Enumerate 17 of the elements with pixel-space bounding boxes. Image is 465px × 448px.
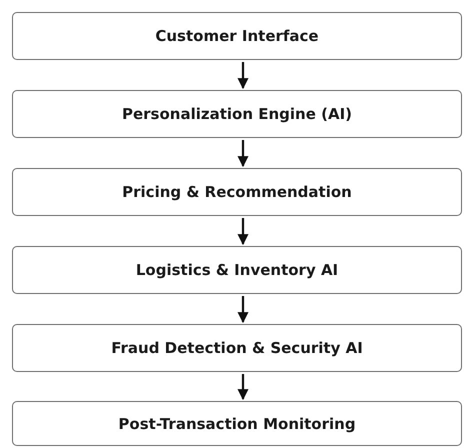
arrow bbox=[238, 374, 248, 400]
step-label: Pricing & Recommendation bbox=[122, 183, 352, 201]
step-label: Customer Interface bbox=[155, 27, 319, 45]
arrow bbox=[238, 296, 248, 324]
step-label: Personalization Engine (AI) bbox=[122, 105, 352, 123]
process-box bbox=[12, 246, 462, 294]
arrow bbox=[238, 218, 248, 246]
process-box bbox=[12, 12, 462, 60]
process-box bbox=[12, 401, 462, 446]
step-label: Fraud Detection & Security AI bbox=[111, 339, 363, 357]
process-box bbox=[12, 324, 462, 372]
step-label: Post-Transaction Monitoring bbox=[118, 414, 356, 432]
arrow bbox=[238, 140, 248, 168]
process-box bbox=[12, 90, 462, 138]
step-label: Logistics & Inventory AI bbox=[136, 261, 338, 279]
process-box bbox=[12, 168, 462, 216]
arrow bbox=[238, 62, 248, 90]
